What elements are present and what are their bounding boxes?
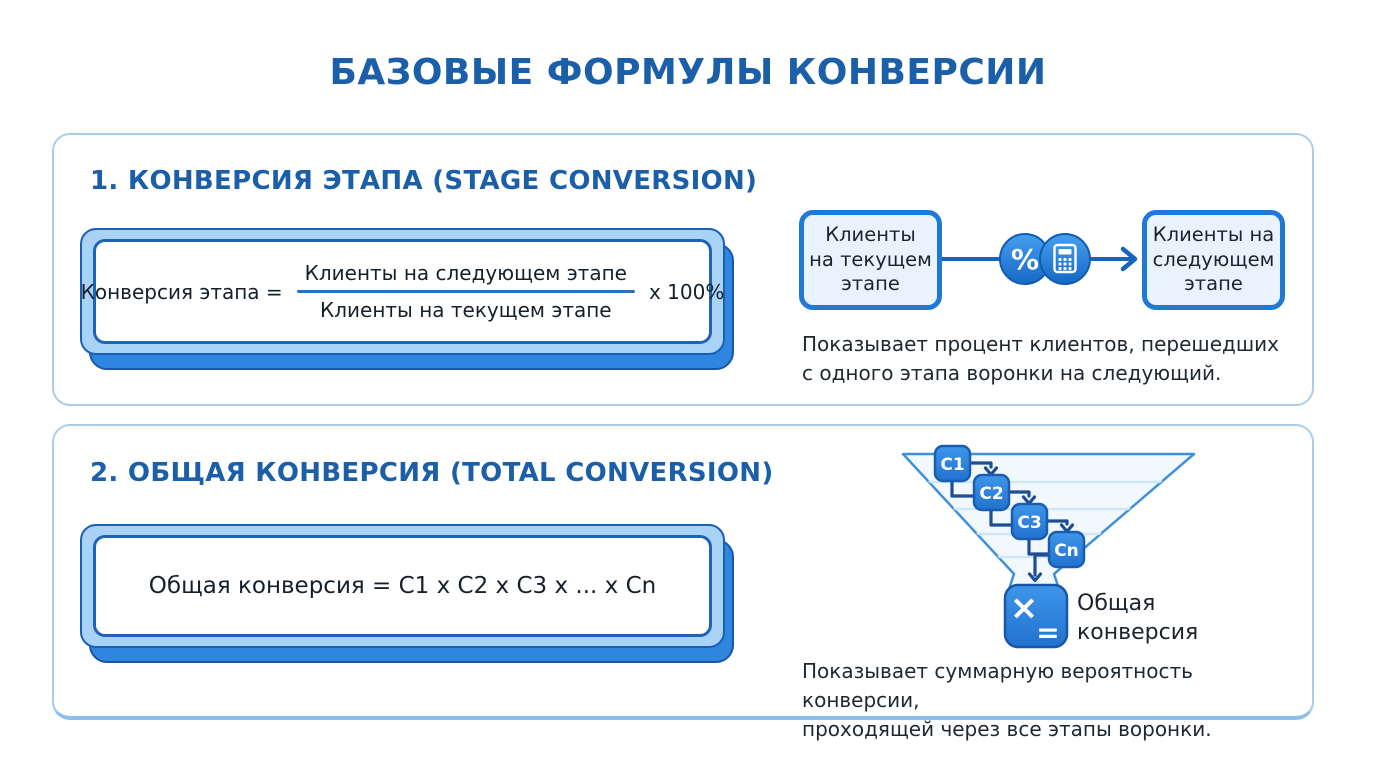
section1-heading: 1. КОНВЕРСИЯ ЭТАПА (STAGE CONVERSION)	[90, 166, 758, 196]
svg-text:C3: C3	[1017, 513, 1041, 533]
funnel-connectors	[950, 461, 1075, 583]
page-title: БАЗОВЫЕ ФОРМУЛЫ КОНВЕРСИИ	[329, 52, 1047, 93]
formula-lhs: Конверсия этапа =	[80, 279, 283, 304]
stage-formula-card: Конверсия этапа = Клиенты на следующем э…	[80, 228, 734, 370]
formula-fraction: Клиенты на следующем этапе Клиенты на те…	[296, 261, 635, 322]
svg-text:Cn: Cn	[1054, 541, 1079, 561]
funnel-stage-c1: C1	[933, 444, 972, 483]
fraction-bar	[296, 290, 635, 293]
total-formula-card: Общая конверсия = C1 x C2 x C3 x ... x C…	[80, 524, 734, 663]
multiply-equals-icon: × =	[1003, 583, 1069, 649]
stage-flow-connector: %	[940, 233, 1138, 285]
section-total-conversion: 2. ОБЩАЯ КОНВЕРСИЯ (TOTAL CONVERSION) Об…	[52, 424, 1314, 741]
fraction-numerator: Клиенты на следующем этапе	[304, 261, 627, 285]
total-formula: Общая конверсия = C1 x C2 x C3 x ... x C…	[93, 535, 712, 637]
total-formula-text: Общая конверсия = C1 x C2 x C3 x ... x C…	[148, 573, 657, 599]
conversion-funnel-diagram: C1 C2 C3 Cn × =	[901, 444, 1196, 649]
svg-text:%: %	[1011, 243, 1039, 276]
flow-arrow-icon	[1120, 246, 1138, 272]
total-conversion-description: Показывает суммарную вероятность конверс…	[802, 659, 1212, 741]
calculator-icon	[1039, 233, 1091, 285]
fraction-denominator: Клиенты на текущем этапе	[320, 298, 612, 322]
section2-heading: 2. ОБЩАЯ КОНВЕРСИЯ (TOTAL CONVERSION)	[90, 458, 774, 488]
formula-multiplier: x 100%	[648, 279, 725, 304]
funnel-stage-c2: C2	[972, 473, 1011, 512]
stage-formula: Конверсия этапа = Клиенты на следующем э…	[81, 239, 724, 344]
svg-text:=: =	[1036, 616, 1059, 649]
svg-text:×: ×	[1010, 588, 1039, 628]
funnel-stage-c3: C3	[1010, 502, 1049, 541]
percent-icon: %	[999, 233, 1051, 285]
funnel-stage-cn: Cn	[1047, 530, 1086, 569]
section-stage-conversion: 1. КОНВЕРСИЯ ЭТАПА (STAGE CONVERSION) Ко…	[52, 133, 1314, 406]
svg-text:C2: C2	[979, 484, 1003, 504]
svg-text:C1: C1	[940, 455, 964, 475]
